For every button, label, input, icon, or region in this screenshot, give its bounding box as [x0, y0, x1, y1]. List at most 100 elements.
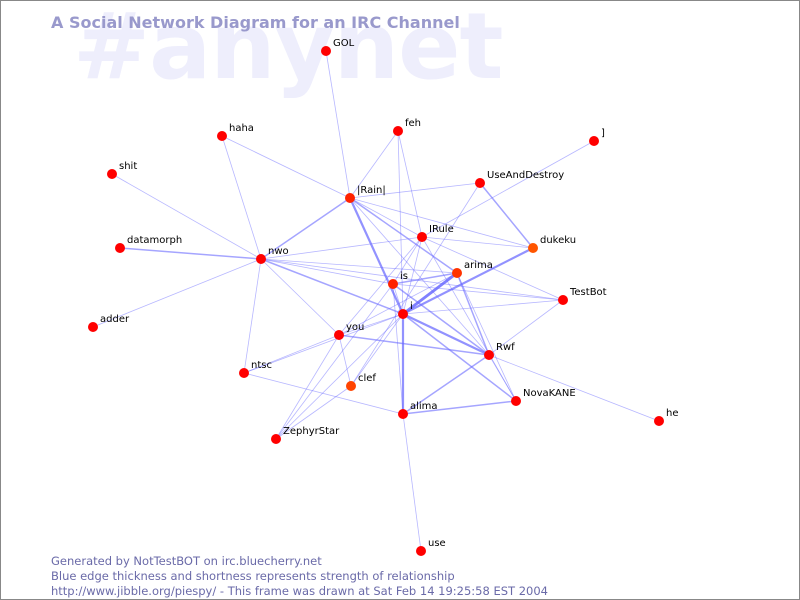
node-dot[interactable]	[256, 254, 266, 264]
node-label: adder	[100, 314, 130, 325]
node-useanddestroy[interactable]: UseAndDestroy	[475, 170, 564, 188]
node-dot[interactable]	[558, 295, 568, 305]
edge-gol-rain	[325, 50, 351, 199]
node-dot[interactable]	[217, 131, 227, 141]
edge-irule-novakane	[421, 236, 517, 402]
node-label: you	[346, 322, 364, 333]
node-label: i	[410, 301, 413, 312]
edge-datamorph-nwo	[119, 247, 262, 260]
footer: Generated by NotTestBOT on irc.bluecherr…	[51, 554, 548, 599]
edge-nwo-you	[260, 258, 340, 336]
node-dot[interactable]	[388, 279, 398, 289]
node-label: GOL	[333, 38, 355, 49]
node-ntsc[interactable]: ntsc	[239, 360, 272, 378]
edge-feh-i	[397, 130, 404, 315]
node-dot[interactable]	[528, 243, 538, 253]
edge-rwf-he	[488, 354, 660, 422]
node-zephyrstar[interactable]: ZephyrStar	[271, 426, 340, 444]
edge-i-ntsc	[243, 313, 404, 374]
edge-rwf-novakane	[488, 354, 517, 402]
node-dot[interactable]	[345, 193, 355, 203]
edge-is-rwf	[392, 283, 490, 356]
edge-you-ntsc	[243, 334, 340, 374]
node-clef[interactable]: clef	[346, 373, 376, 391]
node-he[interactable]: he	[654, 408, 679, 426]
node-dot[interactable]	[654, 416, 664, 426]
node-dot[interactable]	[115, 243, 125, 253]
node-dot[interactable]	[416, 546, 426, 556]
node-feh[interactable]: feh	[393, 118, 421, 136]
node-dukeku[interactable]: dukeku	[528, 235, 576, 253]
node-bracket[interactable]: ]	[589, 128, 605, 146]
node-dot[interactable]	[511, 396, 521, 406]
edge-haha-nwo	[221, 135, 262, 260]
edge-i-testbot	[402, 299, 564, 315]
edge-irule-you	[338, 236, 423, 336]
node-irule[interactable]: IRule	[417, 224, 454, 242]
node-label: ntsc	[251, 360, 272, 371]
node-arima[interactable]: arima	[452, 260, 493, 278]
node-haha[interactable]: haha	[217, 123, 254, 141]
node-nwo[interactable]: nwo	[256, 246, 289, 264]
edge-rain-irule	[349, 197, 423, 238]
edge-haha-rain	[221, 135, 351, 199]
edge-arima-rwf	[456, 272, 490, 356]
node-dot[interactable]	[321, 46, 331, 56]
node-rain[interactable]: |Rain|	[345, 185, 386, 203]
diagram-title: A Social Network Diagram for an IRC Chan…	[51, 13, 460, 32]
edge-shit-nwo	[111, 173, 262, 260]
node-label: ZephyrStar	[283, 426, 340, 437]
node-dot[interactable]	[271, 434, 281, 444]
node-datamorph[interactable]: datamorph	[115, 235, 182, 253]
node-label: haha	[229, 123, 254, 134]
node-dot[interactable]	[107, 169, 117, 179]
edge-dukeku-i	[402, 247, 534, 315]
node-dot[interactable]	[417, 232, 427, 242]
edge-useanddestroy-dukeku	[479, 182, 534, 249]
node-testbot[interactable]: TestBot	[558, 287, 607, 305]
node-label: TestBot	[569, 287, 607, 298]
edge-nwo-i	[260, 258, 404, 315]
node-label: use	[428, 538, 446, 549]
edge-nwo-is	[260, 258, 394, 285]
edge-irule-i	[402, 236, 423, 315]
node-gol[interactable]: GOL	[321, 38, 355, 56]
edge-nwo-testbot	[260, 258, 564, 301]
node-dot[interactable]	[393, 126, 403, 136]
node-i[interactable]: i	[398, 301, 413, 319]
node-dot[interactable]	[452, 268, 462, 278]
edge-rain-useanddestroy	[349, 182, 481, 199]
node-dot[interactable]	[346, 381, 356, 391]
node-adder[interactable]: adder	[88, 314, 130, 332]
node-dot[interactable]	[484, 350, 494, 360]
node-novakane[interactable]: NovaKANE	[511, 388, 576, 406]
node-label: feh	[405, 118, 421, 129]
node-label: IRule	[429, 224, 454, 235]
node-you[interactable]: you	[334, 322, 364, 340]
edge-you-zephyrstar	[275, 334, 340, 440]
node-label: dukeku	[540, 235, 576, 246]
node-dot[interactable]	[398, 409, 408, 419]
edge-you-rwf	[338, 334, 490, 356]
edge-nwo-rain	[260, 197, 351, 260]
node-is[interactable]: is	[388, 271, 408, 289]
node-dot[interactable]	[88, 322, 98, 332]
edge-testbot-rwf	[488, 299, 564, 356]
node-dot[interactable]	[334, 330, 344, 340]
node-rwf[interactable]: Rwf	[484, 342, 515, 360]
edge-is-alima	[392, 283, 404, 415]
edge-is-i	[392, 283, 404, 315]
node-dot[interactable]	[239, 368, 249, 378]
node-dot[interactable]	[398, 309, 408, 319]
node-shit[interactable]: shit	[107, 161, 137, 179]
edge-irule-dukeku	[421, 236, 534, 249]
node-label: arima	[464, 260, 493, 271]
node-dot[interactable]	[589, 136, 599, 146]
node-use[interactable]: use	[416, 538, 446, 556]
edge-useanddestroy-clef	[350, 182, 481, 387]
edge-i-zephyrstar	[275, 313, 404, 440]
node-dot[interactable]	[475, 178, 485, 188]
node-label: Rwf	[496, 342, 515, 353]
node-alima[interactable]: alima	[398, 401, 438, 419]
